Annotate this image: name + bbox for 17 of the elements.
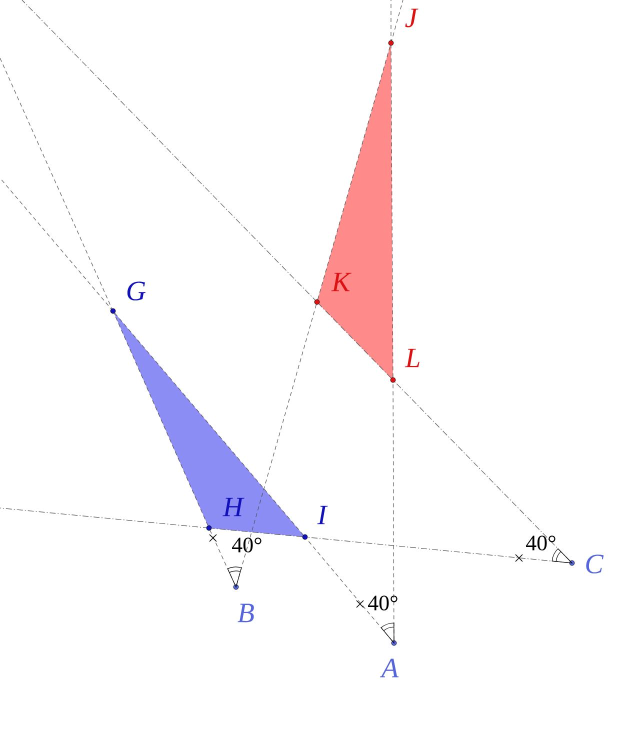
point-label: C xyxy=(586,554,604,574)
point-label: H xyxy=(222,498,244,516)
point-label: L xyxy=(404,348,420,368)
construction-line xyxy=(318,304,392,378)
construction-line xyxy=(211,528,303,538)
point-label: I xyxy=(317,506,328,524)
construction-line xyxy=(390,45,394,378)
construction-line xyxy=(114,313,208,526)
point-label: K xyxy=(331,272,352,292)
angle-label: 40° xyxy=(526,536,556,550)
angle-label: 40° xyxy=(368,596,398,610)
point-label: J xyxy=(405,8,418,28)
point-label: B xyxy=(238,604,254,622)
point-label: A xyxy=(380,658,399,678)
construction-line xyxy=(317,45,391,300)
point-label: G xyxy=(127,282,146,300)
angle-label: 40° xyxy=(232,538,262,552)
